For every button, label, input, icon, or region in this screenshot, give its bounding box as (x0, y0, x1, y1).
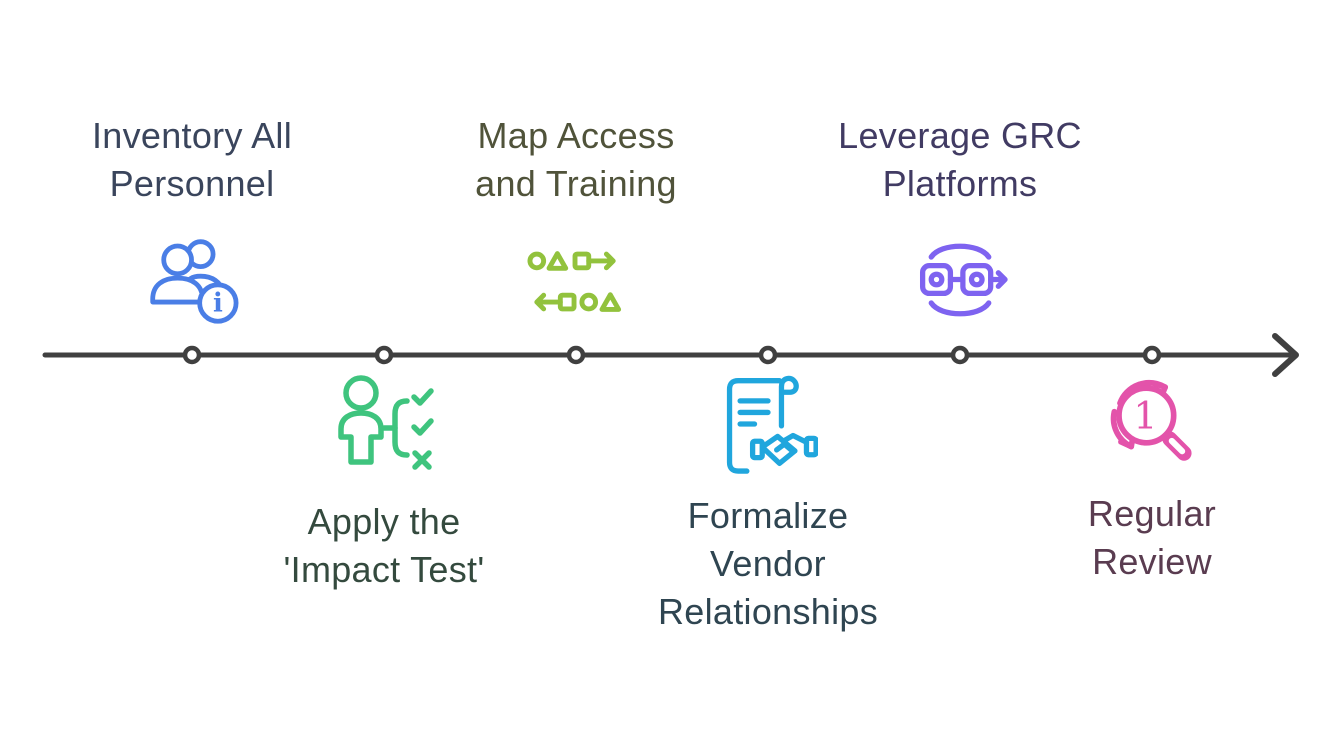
timeline-node (1142, 345, 1162, 365)
milestone-label: Formalize Vendor Relationships (658, 492, 878, 636)
milestone-label: Inventory All Personnel (92, 112, 292, 208)
timeline-node (182, 345, 202, 365)
timeline-node (374, 345, 394, 365)
timeline-node (758, 345, 778, 365)
arrow-head-icon (1272, 333, 1299, 377)
milestone-label-line: Vendor (710, 543, 826, 584)
milestone-label-line: Review (1092, 541, 1212, 582)
person-checklist-icon (332, 374, 436, 476)
milestone-label-line: Leverage GRC (838, 115, 1082, 156)
milestone-label-line: Apply the (307, 501, 461, 542)
workflow-cycle-icon (910, 234, 1010, 326)
milestone-label: Map Access and Training (475, 112, 677, 208)
contract-handshake-icon (718, 372, 819, 474)
milestone-label-line: Personnel (109, 163, 275, 204)
milestone-label-line: Map Access (477, 115, 675, 156)
milestone-label-line: Inventory All (91, 115, 292, 156)
milestone-label: Regular Review (1088, 490, 1216, 586)
timeline-node (950, 345, 970, 365)
timeline-axis (42, 333, 1299, 377)
milestone-inventory-all-personnel: Inventory All Personnel i (42, 112, 342, 326)
milestone-regular-review: 1 Regular Review (1002, 374, 1302, 586)
timeline-node (566, 345, 586, 365)
milestone-leverage-grc-platforms: Leverage GRC Platforms (810, 112, 1110, 326)
milestone-apply-impact-test: Apply the 'Impact Test' (234, 374, 534, 594)
milestone-label-line: Platforms (882, 163, 1038, 204)
shapes-flow-icon (527, 248, 625, 315)
people-info-icon: i (142, 234, 242, 326)
milestone-label-line: Regular (1087, 493, 1217, 534)
info-glyph: i (213, 289, 223, 319)
milestone-map-access-training: Map Access and Training (426, 112, 726, 315)
milestone-label-line: and Training (475, 163, 677, 204)
review-magnifier-icon: 1 (1103, 374, 1201, 472)
milestone-label: Apply the 'Impact Test' (283, 498, 484, 594)
review-number: 1 (1133, 394, 1157, 438)
milestone-label: Leverage GRC Platforms (838, 112, 1082, 208)
milestone-label-line: Relationships (657, 591, 879, 632)
milestone-formalize-vendor-relationships: Formalize Vendor Relationships (618, 372, 918, 636)
milestone-label-line: 'Impact Test' (283, 549, 485, 590)
milestone-label-line: Formalize (687, 495, 849, 536)
